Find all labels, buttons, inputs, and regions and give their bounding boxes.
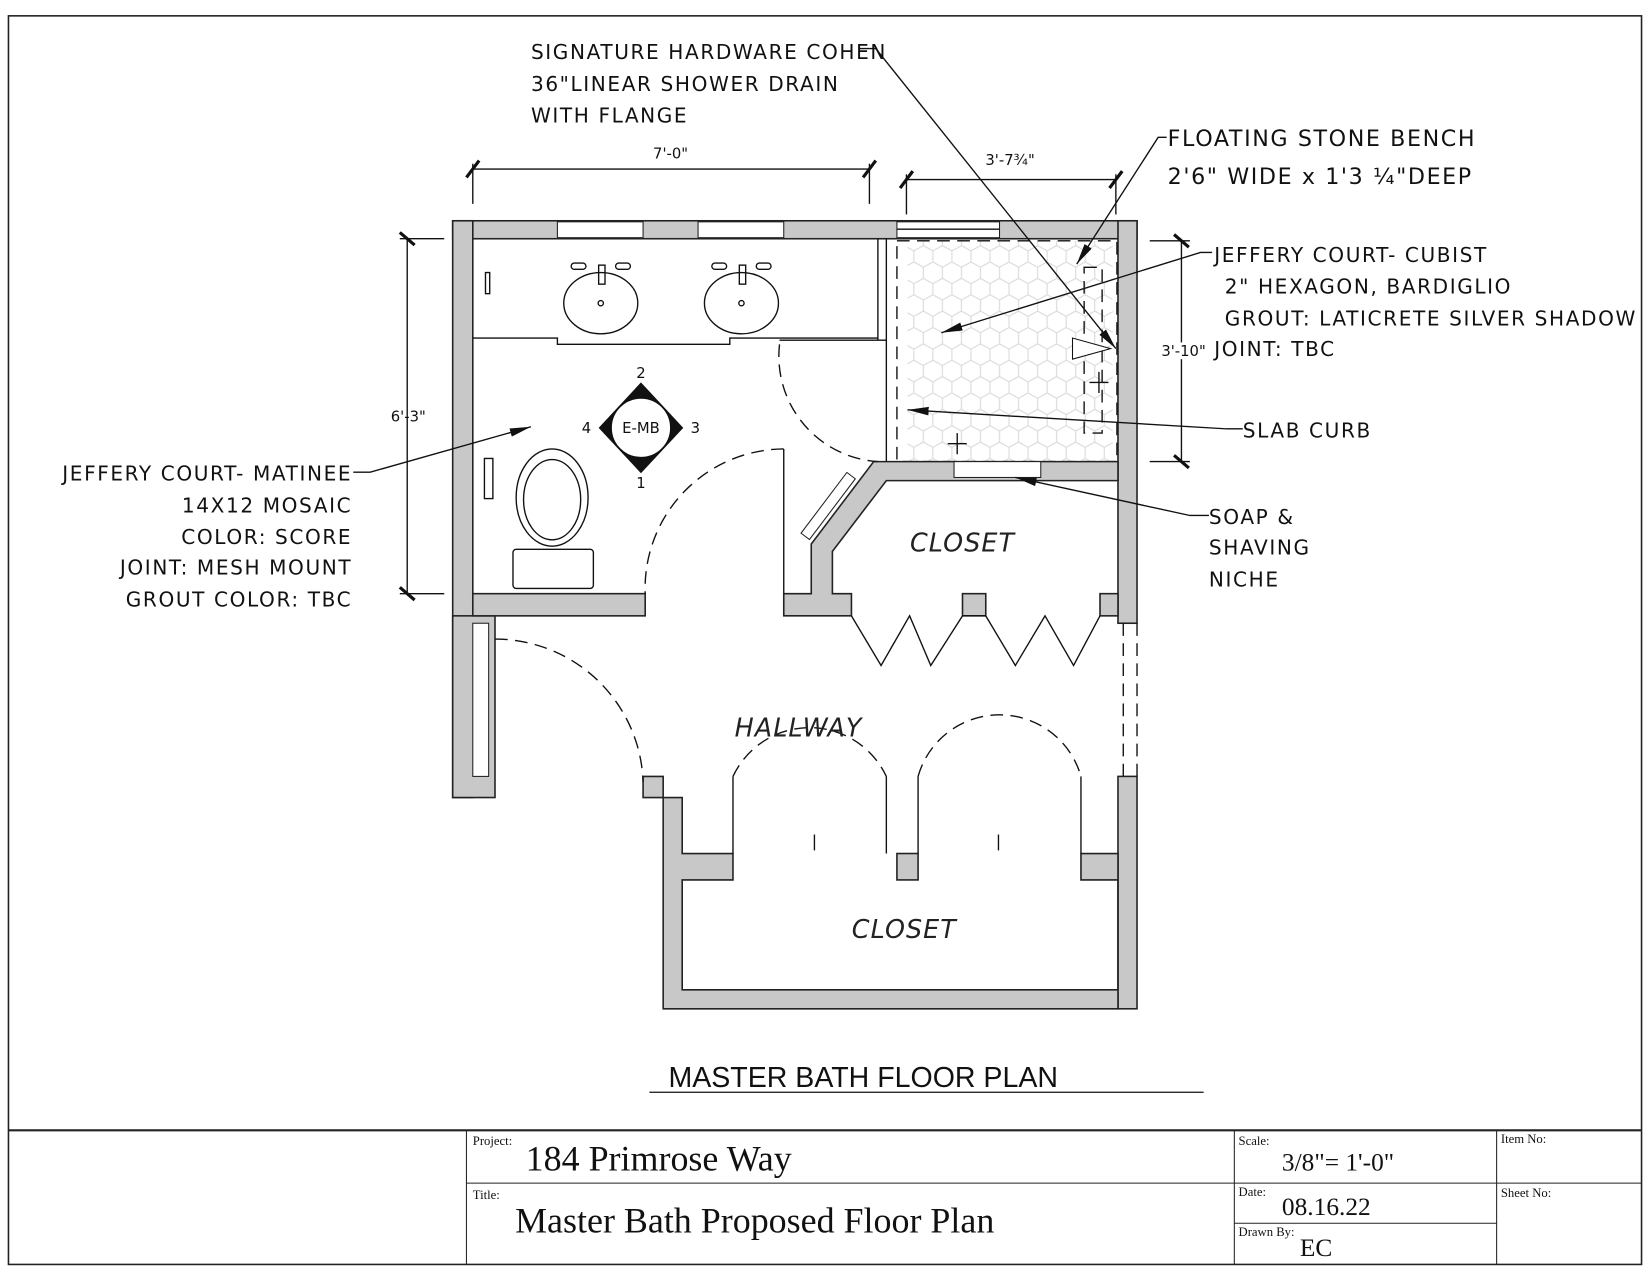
svg-text:SOAP &: SOAP & bbox=[1209, 505, 1295, 529]
bifold-doors bbox=[850, 614, 1101, 667]
sheet-border bbox=[7, 15, 1643, 1266]
elevation-tag: E-MB 2 1 3 4 bbox=[582, 365, 700, 492]
svg-text:COLOR: SCORE: COLOR: SCORE bbox=[181, 525, 352, 549]
svg-text:GROUT: LATICRETE SILVER SHADOW: GROUT: LATICRETE SILVER SHADOW bbox=[1225, 306, 1637, 330]
medicine-cabinet bbox=[800, 471, 857, 541]
svg-text:Project:: Project: bbox=[473, 1134, 512, 1148]
svg-text:2" HEXAGON, BARDIGLIO: 2" HEXAGON, BARDIGLIO bbox=[1225, 275, 1512, 299]
svg-text:Scale:: Scale: bbox=[1239, 1134, 1270, 1148]
svg-text:3'-10": 3'-10" bbox=[1161, 343, 1205, 360]
hall-door-swing bbox=[494, 638, 644, 782]
wall-top bbox=[451, 219, 1138, 240]
svg-text:Title:: Title: bbox=[473, 1188, 500, 1202]
svg-text:6'-3": 6'-3" bbox=[391, 408, 426, 425]
scale-value: 3/8"= 1'-0" bbox=[1282, 1148, 1394, 1176]
svg-text:14X12 MOSAIC: 14X12 MOSAIC bbox=[182, 493, 352, 517]
svg-text:Date:: Date: bbox=[1239, 1185, 1266, 1199]
grab-bar bbox=[483, 457, 494, 500]
niche bbox=[953, 461, 1042, 478]
svg-text:Item No:: Item No: bbox=[1501, 1132, 1546, 1146]
wall-shower-closet bbox=[782, 460, 1119, 617]
svg-text:Drawn By:: Drawn By: bbox=[1239, 1225, 1295, 1239]
svg-text:GROUT COLOR: TBC: GROUT COLOR: TBC bbox=[126, 587, 352, 611]
sink-1 bbox=[563, 271, 639, 335]
room-label-closet-lower: CLOSET bbox=[852, 914, 958, 944]
project-name: 184 Primrose Way bbox=[526, 1138, 792, 1178]
svg-text:7'-0": 7'-0" bbox=[653, 145, 688, 162]
window-2 bbox=[697, 221, 785, 239]
room-label-hallway: HALLWAY bbox=[735, 712, 864, 742]
sheet-title: Master Bath Proposed Floor Plan bbox=[515, 1201, 994, 1241]
annotation-shower-tile: JEFFERY COURT- CUBIST 2" HEXAGON, BARDIG… bbox=[1212, 243, 1637, 361]
title-block: Project: 184 Primrose Way Title: Master … bbox=[8, 1129, 1642, 1265]
svg-text:36"LINEAR SHOWER DRAIN: 36"LINEAR SHOWER DRAIN bbox=[531, 72, 840, 96]
annotation-bench: FLOATING STONE BENCH 2'6" WIDE x 1'3 ¼"D… bbox=[1168, 126, 1476, 190]
svg-text:4: 4 bbox=[582, 420, 591, 437]
svg-text:1: 1 bbox=[636, 475, 645, 492]
dimensions: 7'-0" 3'-7¾" 6'-3" 3'-10" bbox=[391, 145, 1209, 602]
room-label-closet-upper: CLOSET bbox=[910, 527, 1016, 557]
leaders bbox=[353, 47, 1243, 517]
svg-text:E-MB: E-MB bbox=[622, 420, 660, 437]
bath-door-swing bbox=[644, 448, 784, 594]
svg-text:NICHE: NICHE bbox=[1209, 567, 1280, 591]
svg-text:SHAVING: SHAVING bbox=[1209, 536, 1311, 560]
wall-lower-closet bbox=[642, 775, 1119, 1010]
annotation-niche: SOAP & SHAVING NICHE bbox=[1209, 505, 1311, 591]
shower-door-swing bbox=[778, 344, 878, 463]
svg-text:3'-7¾": 3'-7¾" bbox=[985, 152, 1034, 169]
annotation-floor-tile: JEFFERY COURT- MATINEE 14X12 MOSAIC COLO… bbox=[60, 462, 352, 612]
vanity-counter bbox=[472, 337, 878, 346]
svg-text:Sheet No:: Sheet No: bbox=[1501, 1186, 1551, 1200]
shower-valve bbox=[1071, 337, 1113, 360]
svg-text:JEFFERY COURT- CUBIST: JEFFERY COURT- CUBIST bbox=[1212, 243, 1488, 267]
date-value: 08.16.22 bbox=[1282, 1193, 1371, 1221]
svg-text:JOINT: MESH MOUNT: JOINT: MESH MOUNT bbox=[118, 556, 352, 580]
closet-door-swing-1 bbox=[732, 726, 887, 777]
annotation-curb: SLAB CURB bbox=[1243, 418, 1372, 442]
svg-text:SIGNATURE HARDWARE COHEN: SIGNATURE HARDWARE COHEN bbox=[531, 40, 887, 64]
sink-2 bbox=[703, 271, 780, 335]
svg-text:2: 2 bbox=[636, 365, 645, 382]
drawing-title: MASTER BATH FLOOR PLAN bbox=[668, 1062, 1057, 1094]
drawn-by-value: EC bbox=[1300, 1234, 1332, 1262]
wall-bath-bottom bbox=[471, 592, 646, 617]
svg-text:JOINT: TBC: JOINT: TBC bbox=[1212, 337, 1336, 361]
closet-door-swing-2 bbox=[917, 714, 1082, 777]
svg-text:3: 3 bbox=[691, 420, 700, 437]
floor-plan: E-MB 2 1 3 4 CLOSET HALLWAY CLOSET bbox=[451, 219, 1138, 1010]
towel-bar bbox=[484, 271, 491, 295]
window-1 bbox=[556, 221, 644, 239]
toilet-bowl bbox=[515, 448, 589, 547]
svg-text:WITH FLANGE: WITH FLANGE bbox=[531, 104, 688, 128]
svg-text:JEFFERY COURT- MATINEE: JEFFERY COURT- MATINEE bbox=[60, 462, 352, 486]
svg-text:2'6" WIDE x 1'3 ¼"DEEP: 2'6" WIDE x 1'3 ¼"DEEP bbox=[1168, 164, 1473, 190]
toilet-tank bbox=[512, 548, 595, 590]
svg-text:FLOATING STONE BENCH: FLOATING STONE BENCH bbox=[1168, 126, 1476, 152]
annotation-drain: SIGNATURE HARDWARE COHEN 36"LINEAR SHOWE… bbox=[531, 40, 887, 128]
